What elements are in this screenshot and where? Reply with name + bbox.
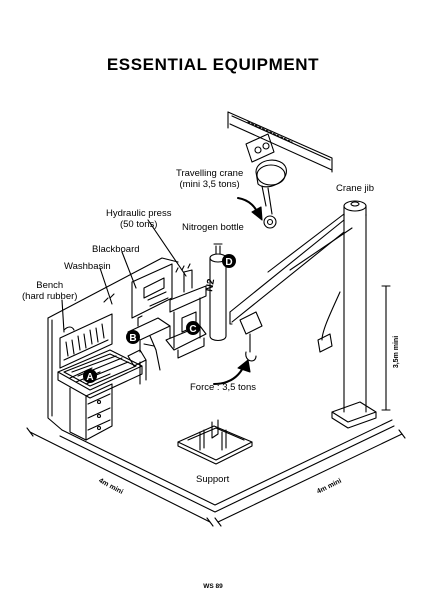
bench-leader [61,299,65,333]
marker-d: D [222,254,236,268]
hydraulic-press-label: Hydraulic press (50 tons) [106,208,172,230]
blackboard-leader [121,251,137,289]
floor-right-dim-label: 4m mini [316,478,343,496]
marker-b: B [126,330,140,344]
n2-label: N2 [204,278,217,293]
crane-jib-label: Crane jib [336,183,375,194]
travelling-crane [245,133,287,229]
hydraulic-press [165,269,207,359]
wall-panel [47,257,179,431]
overhead-rail [227,111,333,173]
workshop-floor [59,419,395,513]
press-leader [147,219,187,277]
svg-text:B: B [129,333,136,344]
travelling-crane-label: Travelling crane (mini 3,5 tons) [176,168,244,190]
support [177,419,253,465]
bench-label: Bench (hard rubber) [22,280,78,302]
nitrogen-bottle [209,243,227,342]
nitrogen-bottle-label: Nitrogen bottle [182,222,244,233]
height-dimension [381,285,391,411]
page-footer: WS 89 [203,583,223,590]
bench [57,293,147,441]
svg-text:D: D [225,257,232,268]
svg-text:A: A [86,372,93,383]
blackboard-label: Blackboard [92,244,140,255]
crane-jib [229,200,377,429]
height-dim-label: 3,5m mini [393,336,400,368]
washbasin-label: Washbasin [64,261,111,272]
floor-dimension-right [214,429,406,527]
washbasin-leader [99,267,113,305]
page-title: ESSENTIAL EQUIPMENT [106,55,320,74]
marker-c: C [186,321,200,335]
floor-dimension-left [26,427,214,527]
marker-a: A [83,369,97,383]
blackboard [131,263,191,319]
support-label: Support [196,474,230,485]
force-label: Force : 3,5 tons [190,382,257,393]
svg-text:C: C [189,324,196,335]
floor-left-dim-label: 4m mini [97,477,124,496]
